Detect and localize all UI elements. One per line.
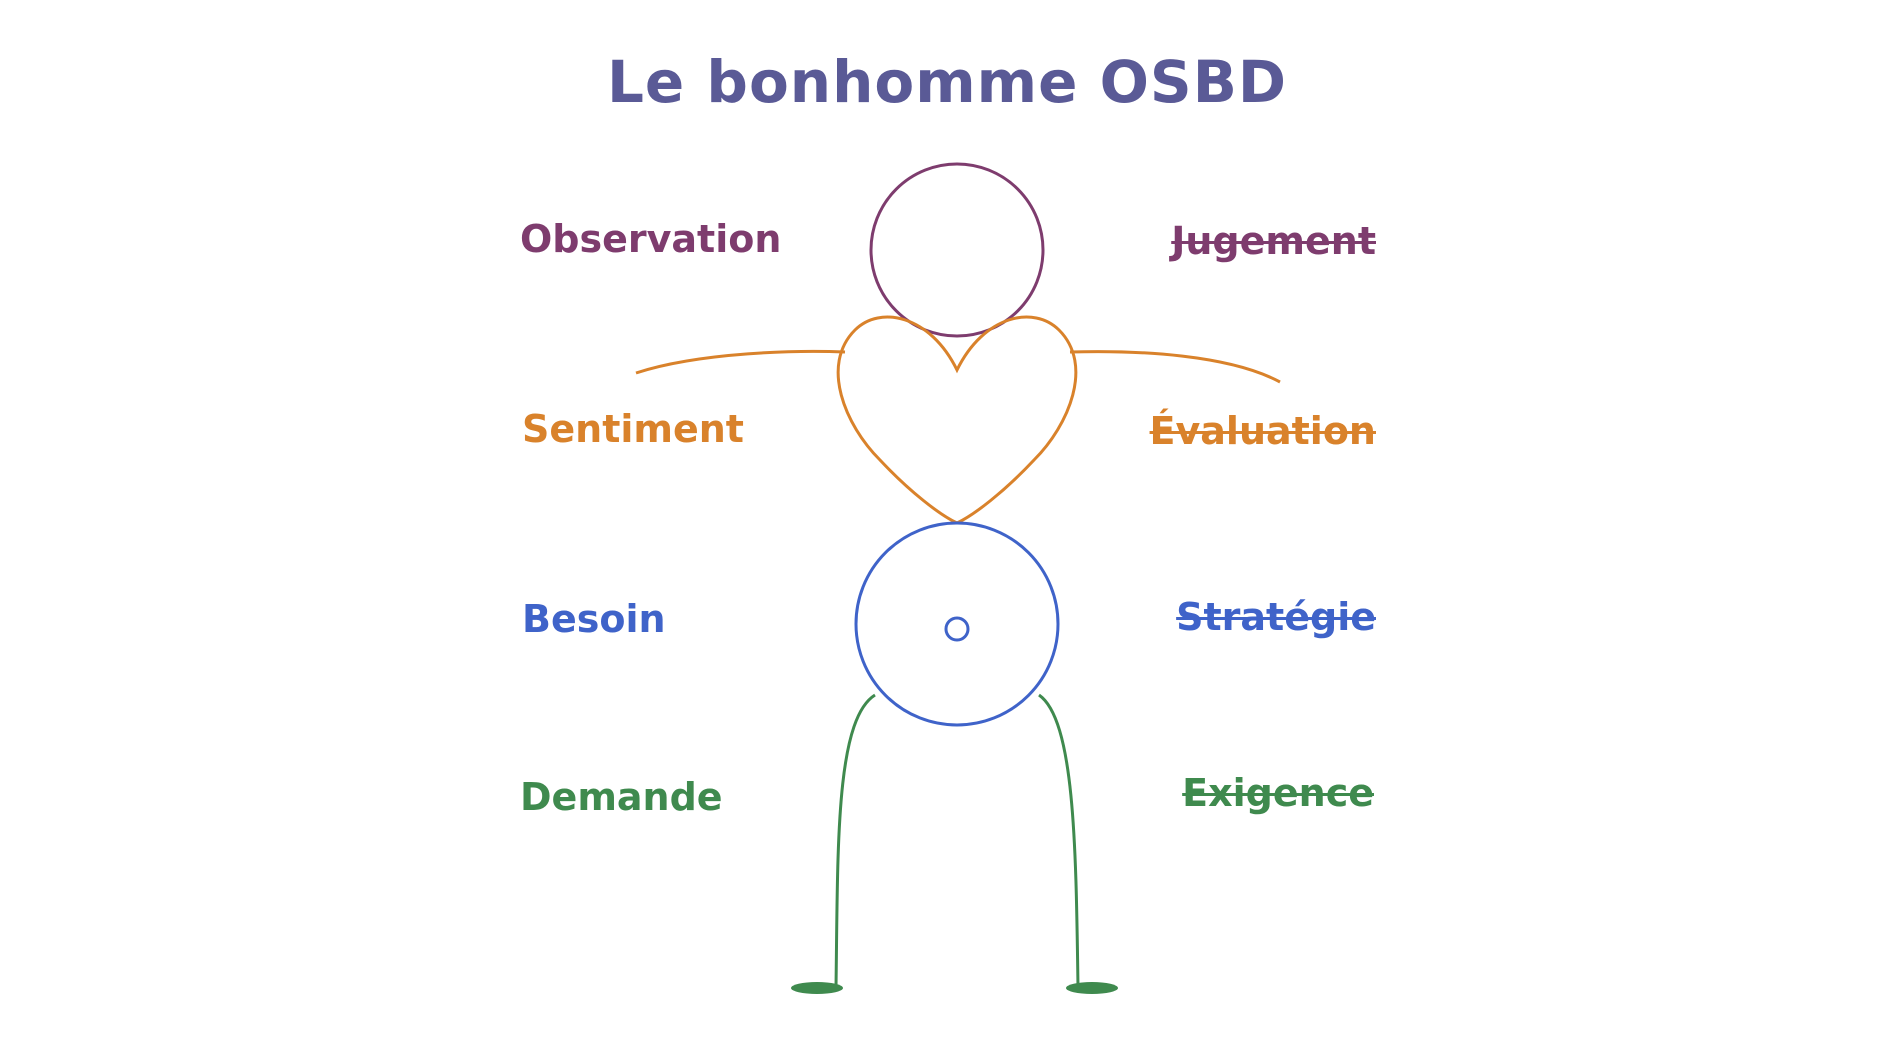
label-demande: Demande <box>520 775 723 819</box>
head-circle <box>869 162 1045 338</box>
right-arm <box>1069 350 1281 384</box>
belly-circle <box>854 521 1060 727</box>
label-sentiment: Sentiment <box>522 407 744 451</box>
belly-button <box>944 616 970 642</box>
left-leg <box>834 693 876 988</box>
label-observation: Observation <box>520 217 782 261</box>
right-leg <box>1038 693 1080 988</box>
label-besoin: Besoin <box>522 597 666 641</box>
label-evaluation: Évaluation <box>1149 409 1376 453</box>
label-jugement: Jugement <box>1171 219 1376 263</box>
left-arm <box>635 349 846 375</box>
diagram-title: Le bonhomme OSBD <box>606 48 1288 116</box>
label-strategie: Stratégie <box>1176 595 1376 639</box>
left-foot <box>791 982 843 994</box>
right-foot <box>1066 982 1118 994</box>
label-exigence: Exigence <box>1182 771 1374 815</box>
heart-body <box>836 315 1078 525</box>
